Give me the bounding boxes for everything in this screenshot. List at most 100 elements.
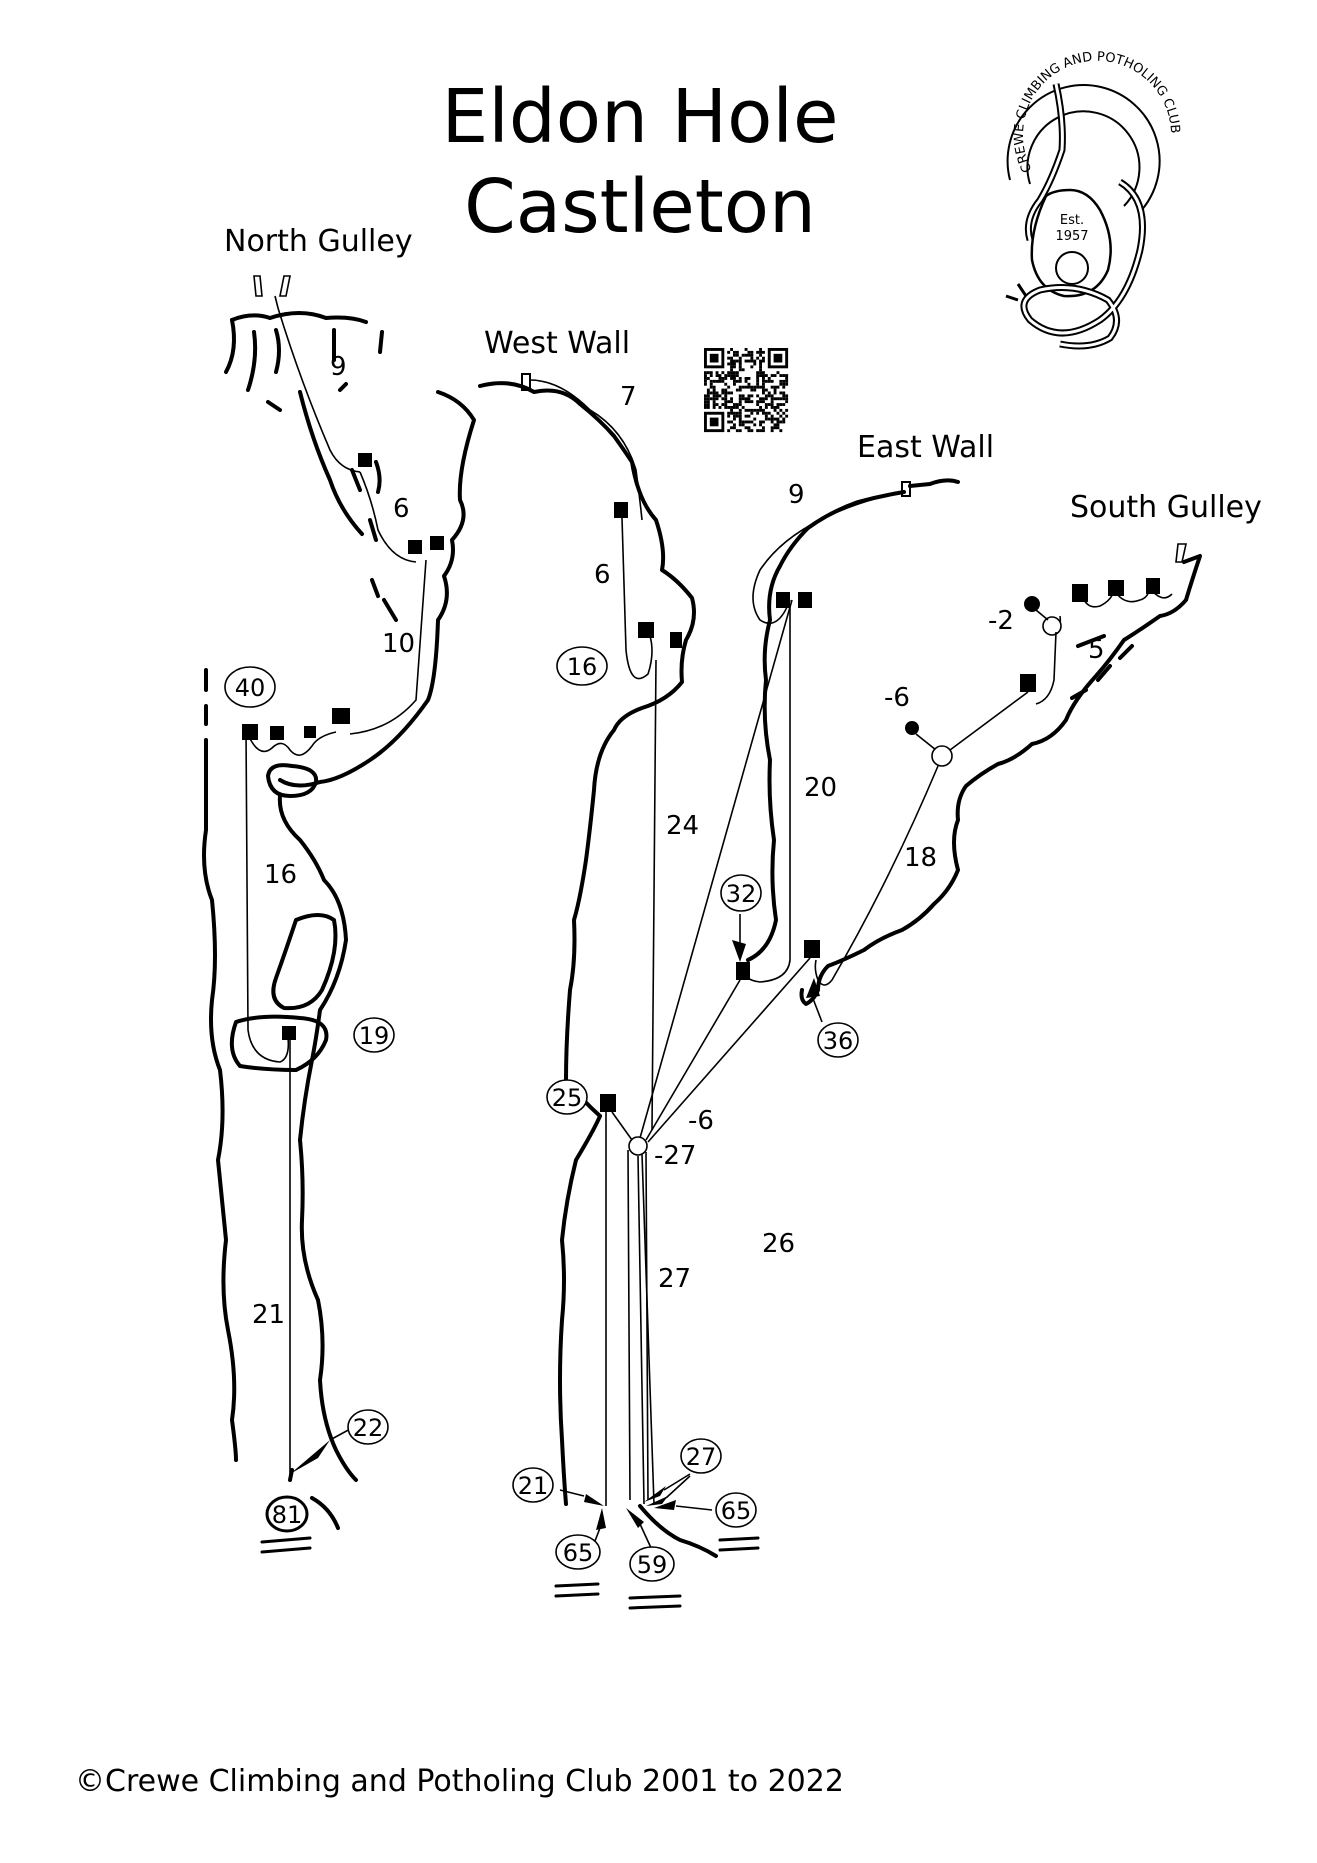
qr-module xyxy=(782,382,786,386)
circle-32 xyxy=(720,874,762,912)
qr-module xyxy=(756,356,760,360)
qr-module xyxy=(744,420,748,424)
qr-module xyxy=(750,350,754,354)
qr-module xyxy=(762,356,765,360)
qr-module xyxy=(747,385,751,389)
qr-module xyxy=(762,385,765,389)
qr-module xyxy=(762,429,765,433)
qr-module xyxy=(733,406,736,409)
qr-module xyxy=(764,406,768,409)
west-lower-wall xyxy=(558,1114,602,1506)
qr-module xyxy=(733,403,736,406)
qr-module xyxy=(767,379,771,383)
qr-module xyxy=(730,368,733,372)
qr-module xyxy=(738,362,742,366)
qr-module xyxy=(724,397,728,401)
qr-module xyxy=(712,403,716,406)
qr-module xyxy=(762,388,765,392)
qr-module xyxy=(733,379,736,383)
anchor-19 xyxy=(282,1026,296,1040)
qr-module xyxy=(709,379,713,383)
qr-module xyxy=(738,420,742,424)
qr-module xyxy=(735,414,739,418)
qr-module xyxy=(776,411,780,415)
west-rope-24 xyxy=(651,659,657,1131)
north-left-wall xyxy=(298,390,364,536)
qr-module xyxy=(770,400,774,404)
anchor-40d xyxy=(332,708,350,724)
qr-module xyxy=(721,397,725,401)
qr-module xyxy=(770,414,774,418)
north-top-edge xyxy=(230,311,368,324)
qr-module xyxy=(759,348,762,351)
qr-module xyxy=(776,371,780,375)
qr-module xyxy=(704,406,707,409)
qr-module xyxy=(756,394,760,398)
qr-module xyxy=(727,411,731,415)
logo-carabiner-hole xyxy=(1055,251,1089,285)
west-right-wall xyxy=(478,381,696,1118)
qr-module xyxy=(756,429,760,433)
qr-module xyxy=(779,420,783,424)
qr-module xyxy=(738,377,742,380)
qr-module xyxy=(747,394,751,398)
qr-module xyxy=(738,368,742,372)
qr-finder xyxy=(709,417,719,427)
arrow-27 xyxy=(644,1486,666,1502)
ledge-19 xyxy=(229,1014,329,1072)
label-minus6-south: -6 xyxy=(884,683,910,713)
circle-19 xyxy=(353,1017,395,1053)
label-west-wall: West Wall xyxy=(484,326,630,361)
floor-59-line-1 xyxy=(628,1594,682,1600)
qr-module xyxy=(744,400,748,404)
qr-module xyxy=(706,371,710,375)
pitch-west-24: 24 xyxy=(666,811,699,841)
qr-module xyxy=(730,426,733,430)
circle-36 xyxy=(817,1022,859,1058)
label-minus27: -27 xyxy=(654,1141,696,1171)
north-right-wall xyxy=(278,390,476,788)
qr-module xyxy=(718,394,722,398)
boulder-middle xyxy=(271,913,338,1011)
qr-module xyxy=(735,353,739,357)
qr-module xyxy=(762,379,765,383)
north-wall-dash-1 xyxy=(224,318,236,374)
qr-module xyxy=(730,397,733,401)
qr-module xyxy=(741,397,745,401)
north-wall-dash-5 xyxy=(378,330,384,354)
rope-length-21: 21 xyxy=(518,1472,549,1500)
qr-module xyxy=(776,420,780,424)
qr-module xyxy=(785,377,789,380)
main-shaft-hub xyxy=(554,599,811,1610)
qr-module xyxy=(715,374,719,377)
drop-27b xyxy=(645,1151,649,1501)
anchor-w1 xyxy=(614,502,628,518)
qr-module xyxy=(762,420,765,424)
qr-module xyxy=(785,414,789,418)
qr-module xyxy=(759,368,762,372)
qr-module xyxy=(721,371,725,375)
logo-rope-2-core xyxy=(1022,180,1144,348)
main-right-wall xyxy=(277,794,358,1482)
east-entry-marker xyxy=(901,481,911,497)
qr-module xyxy=(733,417,736,421)
qr-module xyxy=(741,353,745,357)
qr-module xyxy=(779,414,783,418)
circle-22 xyxy=(347,1409,389,1445)
qr-module xyxy=(785,394,789,398)
rope-from-east xyxy=(639,599,793,1139)
qr-module xyxy=(750,400,754,404)
north-rope-6 xyxy=(359,471,417,563)
rope-length-27: 27 xyxy=(686,1443,717,1471)
pitch-main-16: 16 xyxy=(264,860,297,890)
qr-module xyxy=(733,411,736,415)
qr-module xyxy=(741,385,745,389)
qr-module xyxy=(727,414,731,418)
qr-module xyxy=(706,377,710,380)
qr-module xyxy=(709,397,713,401)
logo-est: Est. xyxy=(1060,213,1084,228)
qr-module xyxy=(712,391,716,395)
floor-65b-line-1 xyxy=(718,1536,760,1542)
qr-module xyxy=(727,371,731,375)
qr-module xyxy=(744,385,748,389)
